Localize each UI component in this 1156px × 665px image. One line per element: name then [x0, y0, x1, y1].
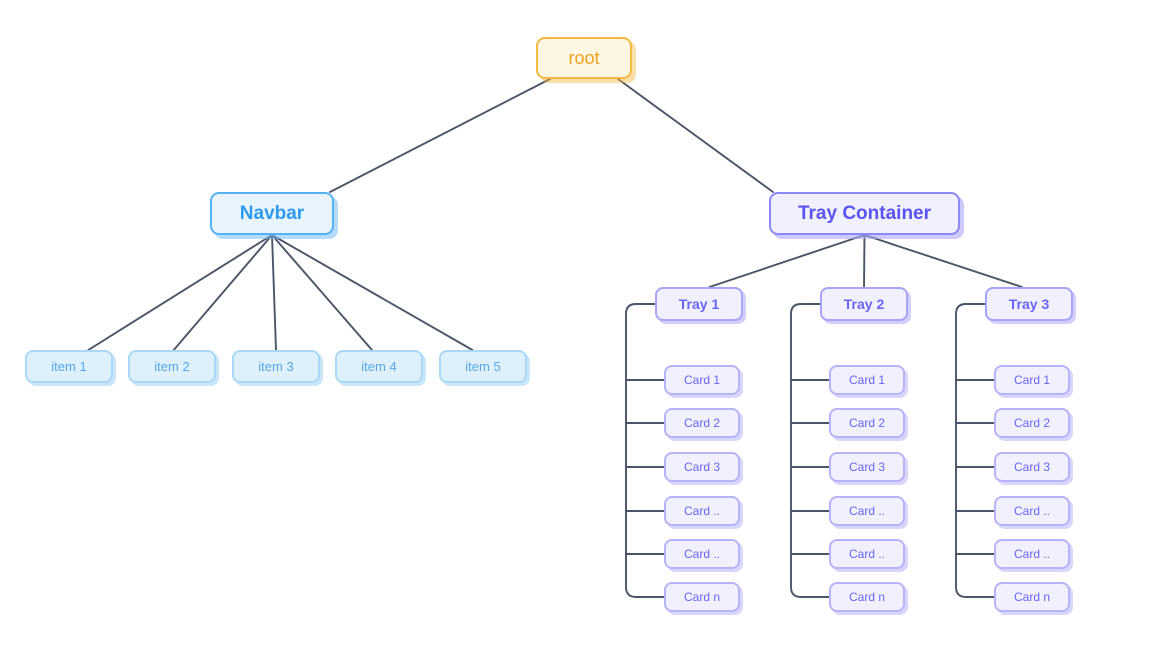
node-card-label: Card .. — [1013, 547, 1050, 561]
node-tray-3-card-2[interactable]: Card 2 — [994, 408, 1070, 438]
node-tray-2-card-1[interactable]: Card 1 — [829, 365, 905, 395]
node-card-label: Card n — [848, 590, 886, 604]
node-card-label: Card 1 — [1013, 373, 1051, 387]
edge-navbar-item-5 — [271, 234, 474, 351]
node-tray-1-card-4[interactable]: Card .. — [664, 496, 740, 526]
node-nav-item-2[interactable]: item 2 — [128, 350, 216, 383]
node-tray-1-card-2[interactable]: Card 2 — [664, 408, 740, 438]
edge-navbar-item-2 — [172, 234, 273, 351]
node-card-label: Card 2 — [683, 416, 721, 430]
node-card-label: Card .. — [1013, 504, 1050, 518]
edge-tray-2-spine — [790, 303, 830, 598]
node-tray-3-card-3[interactable]: Card 3 — [994, 452, 1070, 482]
node-tray-2-card-2[interactable]: Card 2 — [829, 408, 905, 438]
node-card-label: Card 2 — [848, 416, 886, 430]
edge-navbar-item-4 — [271, 234, 373, 351]
node-card-label: Card 1 — [683, 373, 721, 387]
edge-tray-container-tray-1 — [708, 234, 866, 288]
node-nav-item-label: item 4 — [361, 359, 397, 374]
node-card-label: Card .. — [848, 504, 885, 518]
edge-navbar-item-3 — [271, 234, 277, 351]
node-card-label: Card 3 — [1013, 460, 1051, 474]
node-root[interactable]: root — [536, 37, 632, 79]
node-tray-3[interactable]: Tray 3 — [985, 287, 1073, 321]
node-tray-3-card-1[interactable]: Card 1 — [994, 365, 1070, 395]
node-tray-2-card-6[interactable]: Card n — [829, 582, 905, 612]
node-tray-2-card-4[interactable]: Card .. — [829, 496, 905, 526]
node-tray-1[interactable]: Tray 1 — [655, 287, 743, 321]
node-navbar-label: Navbar — [239, 202, 305, 224]
node-card-label: Card .. — [683, 547, 720, 561]
edge-root-navbar — [329, 78, 551, 193]
node-tray-3-card-4[interactable]: Card .. — [994, 496, 1070, 526]
edge-tray-container-tray-2 — [863, 234, 866, 288]
node-card-label: Card n — [683, 590, 721, 604]
node-nav-item-label: item 3 — [258, 359, 294, 374]
node-tray-label: Tray 3 — [1008, 296, 1050, 312]
node-navbar[interactable]: Navbar — [210, 192, 334, 235]
node-nav-item-label: item 2 — [154, 359, 190, 374]
edge-tray-1-spine — [625, 303, 665, 598]
node-card-label: Card 3 — [683, 460, 721, 474]
node-nav-item-label: item 5 — [465, 359, 501, 374]
node-tray-2-card-5[interactable]: Card .. — [829, 539, 905, 569]
node-nav-item-4[interactable]: item 4 — [335, 350, 423, 383]
node-tray-1-card-3[interactable]: Card 3 — [664, 452, 740, 482]
node-tray-1-card-1[interactable]: Card 1 — [664, 365, 740, 395]
node-tray-2-card-3[interactable]: Card 3 — [829, 452, 905, 482]
node-card-label: Card n — [1013, 590, 1051, 604]
node-card-label: Card 1 — [848, 373, 886, 387]
node-tray-label: Tray 1 — [678, 296, 720, 312]
node-card-label: Card .. — [683, 504, 720, 518]
node-card-label: Card .. — [848, 547, 885, 561]
node-nav-item-3[interactable]: item 3 — [232, 350, 320, 383]
node-tray-3-card-5[interactable]: Card .. — [994, 539, 1070, 569]
node-nav-item-1[interactable]: item 1 — [25, 350, 113, 383]
node-tray-label: Tray 2 — [843, 296, 885, 312]
node-root-label: root — [568, 47, 600, 68]
node-card-label: Card 3 — [848, 460, 886, 474]
node-tray-container[interactable]: Tray Container — [769, 192, 960, 235]
node-tray-container-label: Tray Container — [797, 202, 932, 224]
node-card-label: Card 2 — [1013, 416, 1051, 430]
node-tray-1-card-5[interactable]: Card .. — [664, 539, 740, 569]
node-tray-3-card-6[interactable]: Card n — [994, 582, 1070, 612]
node-nav-item-5[interactable]: item 5 — [439, 350, 527, 383]
node-tray-1-card-6[interactable]: Card n — [664, 582, 740, 612]
edge-tray-container-tray-3 — [863, 234, 1023, 288]
node-nav-item-label: item 1 — [51, 359, 87, 374]
node-tray-2[interactable]: Tray 2 — [820, 287, 908, 321]
edge-root-tray-container — [617, 78, 774, 193]
edge-navbar-item-1 — [87, 234, 273, 351]
edge-tray-3-spine — [955, 303, 995, 598]
